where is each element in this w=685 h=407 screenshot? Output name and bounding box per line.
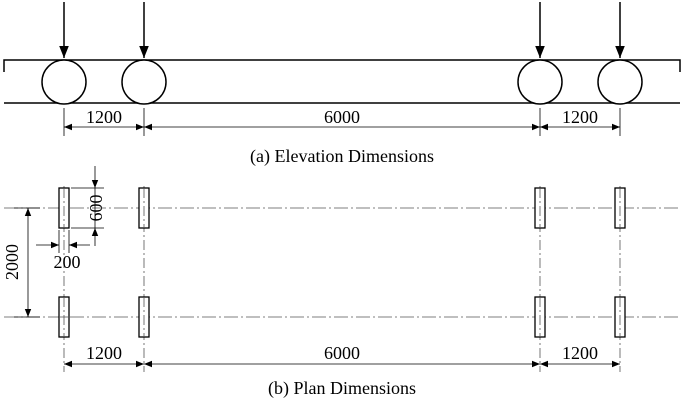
- dim-label-track-gauge: 2000: [2, 244, 22, 280]
- wheel-1: [41, 59, 87, 105]
- dim-label-footprint-length: 600: [86, 195, 106, 222]
- beam-top-line: [3, 59, 681, 72]
- dim-label-footprint-width: 200: [54, 252, 81, 272]
- wheel-3: [517, 59, 563, 105]
- plan-caption: (b) Plan Dimensions: [268, 378, 416, 399]
- plan-view: 600 200 2000 1200 6000 1200 (b) Plan Dim…: [2, 166, 680, 399]
- dim-label-plan-2: 6000: [324, 343, 360, 363]
- wheel-4: [597, 59, 643, 105]
- dim-label-elev-3: 1200: [562, 107, 598, 127]
- dim-label-elev-1: 1200: [86, 107, 122, 127]
- dim-label-plan-1: 1200: [86, 343, 122, 363]
- wheel-2: [121, 59, 167, 105]
- elevation-caption: (a) Elevation Dimensions: [250, 146, 434, 167]
- dim-label-plan-3: 1200: [562, 343, 598, 363]
- dim-label-elev-2: 6000: [324, 107, 360, 127]
- elevation-view: 1200 6000 1200 (a) Elevation Dimensions: [3, 2, 681, 167]
